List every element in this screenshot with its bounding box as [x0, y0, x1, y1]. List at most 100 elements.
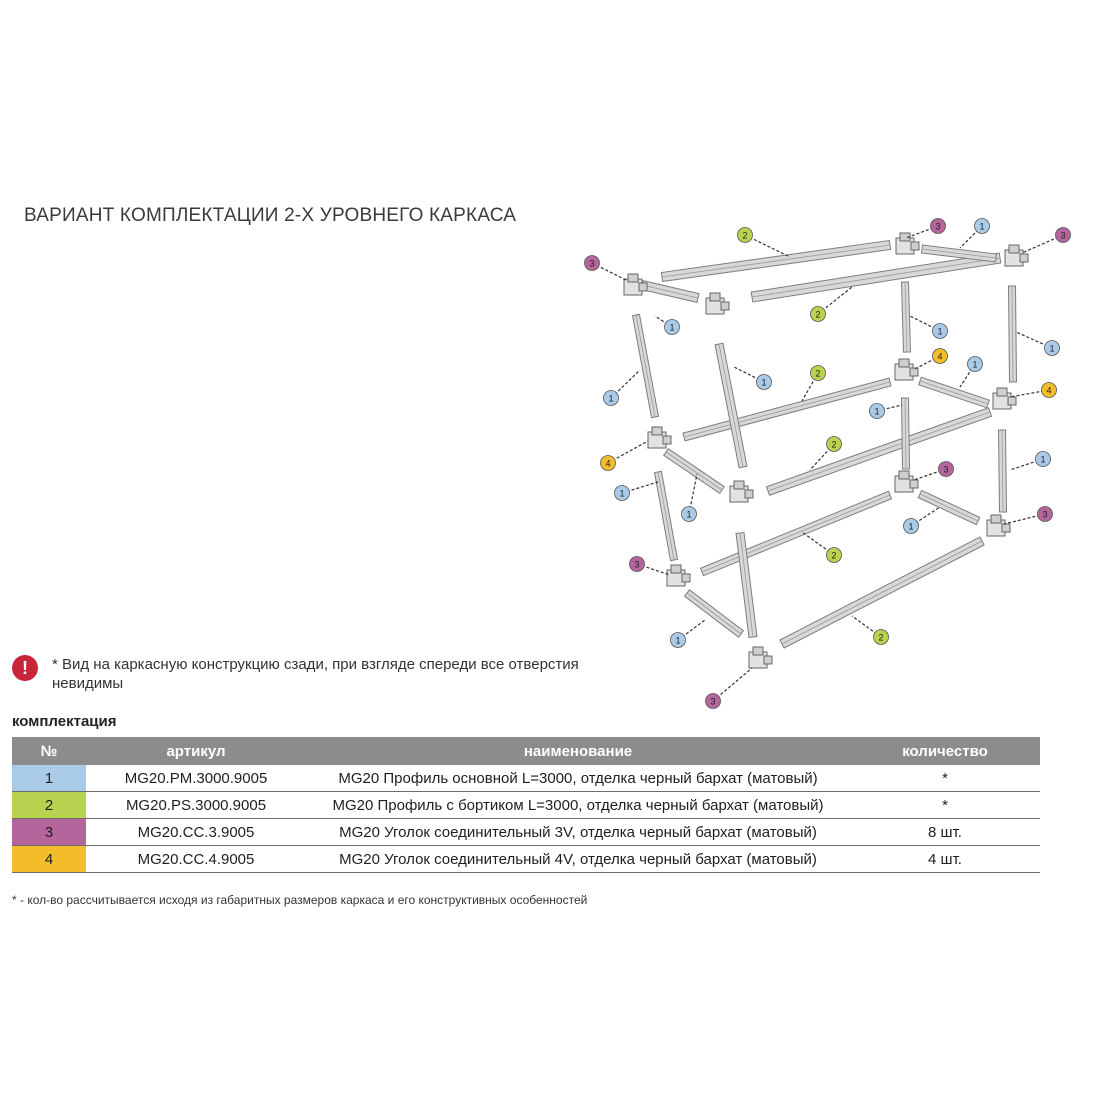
- svg-text:1: 1: [608, 394, 613, 404]
- svg-text:2: 2: [742, 231, 747, 241]
- svg-text:3: 3: [634, 560, 639, 570]
- section-label: комплектация: [12, 713, 117, 730]
- connector-4v: [992, 387, 1017, 410]
- row-num: 4: [12, 845, 86, 873]
- leader-line: [654, 315, 673, 328]
- callout-badge: 4: [600, 455, 616, 471]
- row-name: MG20 Профиль основной L=3000, отделка че…: [306, 765, 850, 792]
- callout-badge: 4: [1041, 382, 1057, 398]
- upright-left-front-top: [714, 342, 748, 469]
- row-name: MG20 Уголок соединительный 3V, отделка ч…: [306, 818, 850, 846]
- callout-badge: 1: [681, 506, 697, 522]
- view-note: ! * Вид на каркасную конструкцию сзади, …: [12, 655, 632, 693]
- svg-text:2: 2: [831, 551, 836, 561]
- connector-3v: [895, 232, 920, 255]
- callout-badge: 1: [974, 218, 990, 234]
- callout-badge: 2: [737, 227, 753, 243]
- svg-text:1: 1: [669, 323, 674, 333]
- spec-table: № артикул наименование количество 1 MG20…: [12, 737, 1040, 873]
- row-qty: *: [850, 765, 1040, 792]
- callout-badge: 1: [756, 374, 772, 390]
- svg-text:4: 4: [937, 352, 942, 362]
- callout-badge: 2: [810, 365, 826, 381]
- callout-badge: 2: [810, 306, 826, 322]
- svg-text:2: 2: [878, 633, 883, 643]
- callout-badge: 3: [629, 556, 645, 572]
- callout-badge: 1: [614, 485, 630, 501]
- callout-badge: 1: [603, 390, 619, 406]
- row-qty: 8 шт.: [850, 818, 1040, 846]
- svg-text:3: 3: [943, 465, 948, 475]
- callout-badge: 1: [664, 319, 680, 335]
- svg-text:3: 3: [710, 697, 715, 707]
- svg-text:1: 1: [1040, 455, 1045, 465]
- page-title: ВАРИАНТ КОМПЛЕКТАЦИИ 2-Х УРОВНЕГО КАРКАС…: [24, 205, 517, 226]
- leader-line: [744, 234, 791, 258]
- row-article: MG20.PM.3000.9005: [86, 765, 306, 792]
- row-article: MG20.PS.3000.9005: [86, 791, 306, 819]
- svg-text:1: 1: [686, 510, 691, 520]
- exclamation-icon: !: [12, 655, 38, 681]
- connector-3v: [623, 273, 648, 296]
- svg-text:1: 1: [874, 407, 879, 417]
- leader-line: [959, 363, 976, 388]
- connector-3v: [748, 646, 773, 669]
- top-right-short-rail: [920, 244, 998, 263]
- connector-3v: [666, 564, 691, 587]
- svg-text:4: 4: [605, 459, 610, 469]
- row-name: MG20 Уголок соединительный 4V, отделка ч…: [306, 845, 850, 873]
- callout-badge: 1: [869, 403, 885, 419]
- connector-3v: [894, 470, 919, 493]
- header-qty: количество: [850, 737, 1040, 765]
- middle-left-short-rail: [663, 447, 725, 495]
- connector-4v: [894, 358, 919, 381]
- upright-left-back-bottom: [653, 470, 679, 562]
- header-article: артикул: [86, 737, 306, 765]
- upright-left-back-top: [631, 313, 660, 419]
- callout-badge: 3: [584, 255, 600, 271]
- row-num: 1: [12, 765, 86, 792]
- row-qty: 4 шт.: [850, 845, 1040, 873]
- connector-4v: [729, 480, 754, 503]
- callout-badge: 2: [873, 629, 889, 645]
- svg-text:2: 2: [831, 440, 836, 450]
- svg-text:4: 4: [1046, 386, 1051, 396]
- callout-badge: 1: [903, 518, 919, 534]
- upright-right-front-bottom: [997, 429, 1008, 513]
- svg-text:1: 1: [908, 522, 913, 532]
- callout-badge: 3: [1037, 506, 1053, 522]
- footnote: * - кол-во рассчитывается исходя из габа…: [12, 893, 588, 907]
- callout-badge: 1: [932, 323, 948, 339]
- svg-text:1: 1: [1049, 344, 1054, 354]
- connector-4v: [647, 426, 672, 449]
- top-left-short-rail: [640, 280, 700, 303]
- row-num: 3: [12, 818, 86, 846]
- callout-badge: 3: [930, 218, 946, 234]
- upright-right-front-top: [1007, 285, 1018, 383]
- svg-text:2: 2: [815, 310, 820, 320]
- leader-line: [876, 404, 903, 412]
- svg-text:3: 3: [1060, 231, 1065, 241]
- bottom-left-short-rail: [683, 589, 745, 638]
- callout-badge: 1: [1035, 451, 1051, 467]
- top-front-rail: [750, 252, 1002, 303]
- row-article: MG20.CC.3.9005: [86, 818, 306, 846]
- table-row: 1 MG20.PM.3000.9005 MG20 Профиль основно…: [12, 765, 1040, 792]
- svg-text:1: 1: [619, 489, 624, 499]
- table-header-row: № артикул наименование количество: [12, 737, 1040, 765]
- leader-line: [712, 667, 753, 702]
- svg-text:3: 3: [589, 259, 594, 269]
- upright-left-front-bottom: [735, 531, 758, 639]
- upright-right-back-bottom: [900, 397, 911, 470]
- svg-text:1: 1: [972, 360, 977, 370]
- row-num: 2: [12, 791, 86, 819]
- callout-badge: 2: [826, 547, 842, 563]
- svg-text:2: 2: [815, 369, 820, 379]
- view-note-text: * Вид на каркасную конструкцию сзади, пр…: [52, 656, 579, 692]
- callout-badge: 3: [705, 693, 721, 709]
- svg-text:3: 3: [1042, 510, 1047, 520]
- table-row: 3 MG20.CC.3.9005 MG20 Уголок соединитель…: [12, 818, 1040, 846]
- callout-badge: 1: [1044, 340, 1060, 356]
- connector-3v: [705, 292, 730, 315]
- svg-text:3: 3: [935, 222, 940, 232]
